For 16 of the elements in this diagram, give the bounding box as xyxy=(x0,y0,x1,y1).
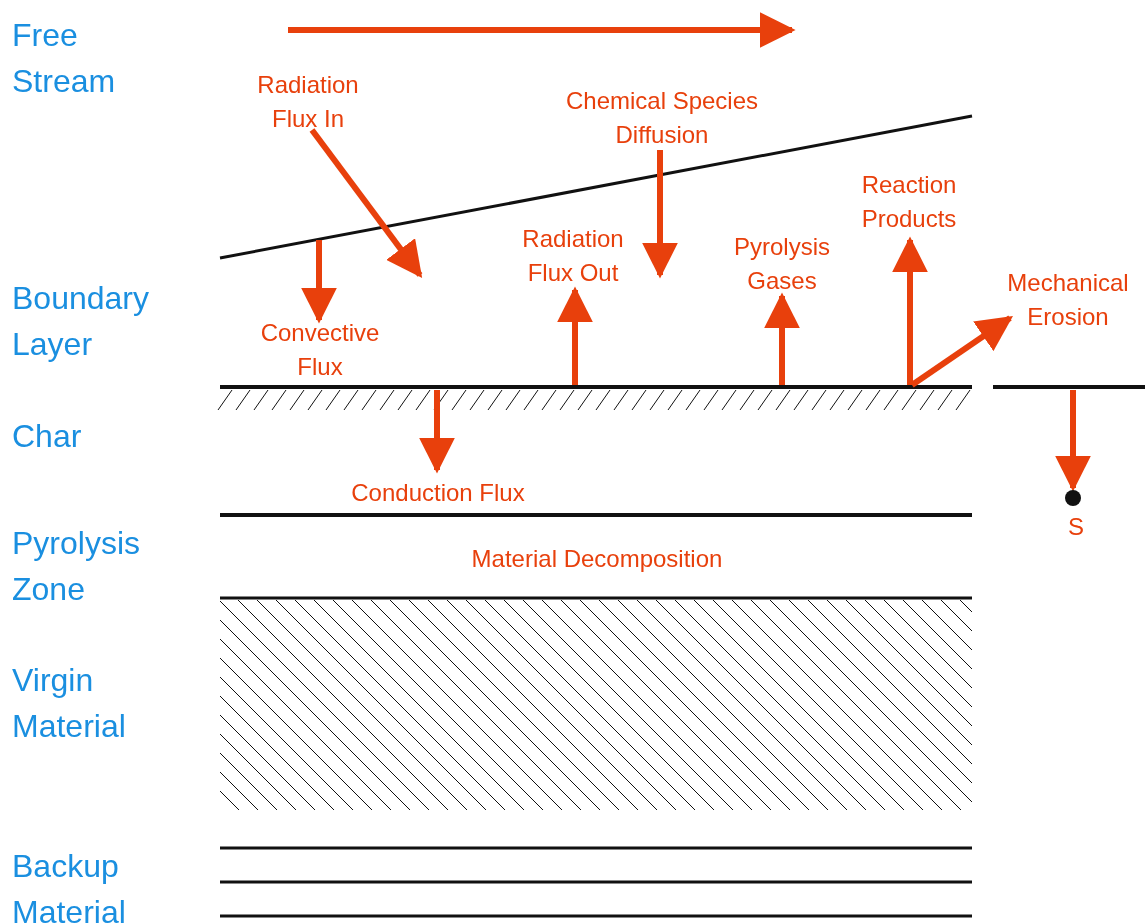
flux-label: Pyrolysis Gases xyxy=(733,232,831,296)
layer-label: Char xyxy=(12,417,83,456)
flux-label: Mechanical Erosion xyxy=(1006,268,1130,332)
layer-label: Pyrolysis Zone xyxy=(12,524,141,609)
flux-label: Convective Flux xyxy=(259,318,381,382)
flux-label: Material Decomposition xyxy=(470,544,724,574)
layer-label: Boundary Layer xyxy=(12,279,150,364)
flux-label: Chemical Species Diffusion xyxy=(564,86,760,150)
layer-label: Virgin Material xyxy=(12,661,127,746)
flux-label: Conduction Flux xyxy=(350,478,526,508)
flux-label: Reaction Products xyxy=(860,170,958,234)
layer-label: Free Stream xyxy=(12,16,117,101)
layer-label: Backup Material xyxy=(12,847,127,923)
flux-label: S xyxy=(1067,512,1085,542)
flux-label: Radiation Flux In xyxy=(256,70,360,134)
flux-label: Radiation Flux Out xyxy=(521,224,625,288)
